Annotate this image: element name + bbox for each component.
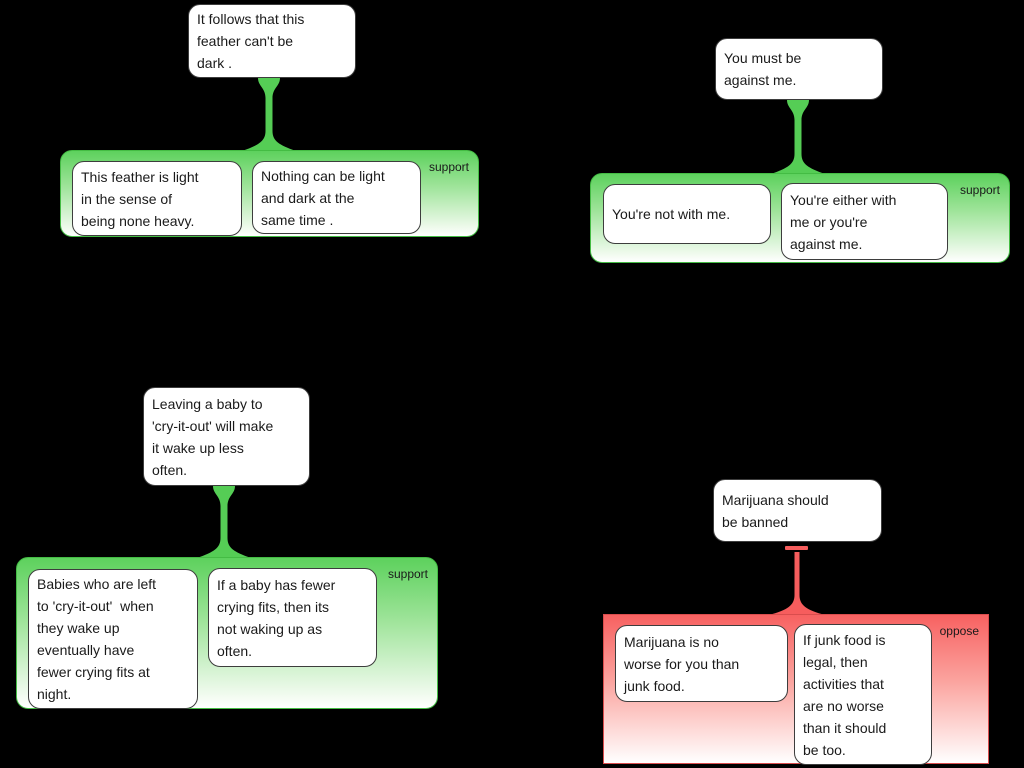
support-connector-shape — [197, 486, 251, 558]
relation-label: oppose — [939, 624, 979, 638]
premise-box[interactable]: Babies who are left to 'cry-it-out' when… — [28, 569, 198, 709]
relation-label: support — [959, 183, 1000, 197]
oppose-group[interactable]: oppose Marijuana is no worse for you tha… — [603, 614, 989, 765]
relation-label: support — [428, 160, 469, 174]
premise-box[interactable]: Marijuana is no worse for you than junk … — [615, 625, 788, 702]
support-connector[interactable] — [229, 78, 309, 151]
premise-box[interactable]: You're either with me or you're against … — [781, 183, 948, 260]
conclusion-box[interactable]: Leaving a baby to 'cry-it-out' will make… — [143, 387, 310, 486]
support-connector-shape — [771, 100, 825, 174]
support-group[interactable]: support You're not with me. You're eithe… — [590, 173, 1010, 263]
premise-box[interactable]: You're not with me. — [603, 184, 771, 244]
premise-box[interactable]: If a baby has fewer crying fits, then it… — [208, 568, 377, 667]
conclusion-box[interactable]: You must be against me. — [715, 38, 883, 100]
premise-box[interactable]: Nothing can be light and dark at the sam… — [252, 161, 421, 234]
oppose-indicator-bar — [785, 546, 808, 550]
conclusion-text: You must be against me. — [724, 50, 802, 88]
premise-text: If a baby has fewer crying fits, then it… — [217, 576, 336, 659]
premise-box[interactable]: If junk food is legal, then activities t… — [794, 624, 932, 765]
premise-text: Marijuana is no worse for you than junk … — [624, 633, 740, 694]
oppose-connector[interactable] — [757, 552, 837, 615]
conclusion-text: Leaving a baby to 'cry-it-out' will make… — [152, 395, 274, 478]
support-group[interactable]: support This feather is light in the sen… — [60, 150, 479, 237]
premise-text: If junk food is legal, then activities t… — [803, 631, 887, 758]
premise-box[interactable]: This feather is light in the sense of be… — [72, 161, 242, 236]
relation-label: support — [387, 567, 428, 581]
support-connector[interactable] — [758, 100, 838, 174]
premise-text: Nothing can be light and dark at the sam… — [261, 167, 385, 228]
conclusion-text: Marijuana should be banned — [722, 491, 829, 530]
conclusion-box[interactable]: It follows that this feather can't be da… — [188, 4, 356, 78]
support-connector[interactable] — [184, 486, 264, 558]
premise-text: You're not with me. — [612, 206, 731, 222]
oppose-connector-shape — [769, 552, 825, 615]
premise-text: Babies who are left to 'cry-it-out' when… — [37, 576, 157, 702]
conclusion-box[interactable]: Marijuana should be banned — [713, 479, 882, 542]
support-connector-shape — [242, 78, 296, 151]
support-group[interactable]: support Babies who are left to 'cry-it-o… — [16, 557, 438, 709]
premise-text: This feather is light in the sense of be… — [81, 168, 199, 229]
premise-text: You're either with me or you're against … — [790, 191, 897, 252]
conclusion-text: It follows that this feather can't be da… — [197, 11, 305, 71]
